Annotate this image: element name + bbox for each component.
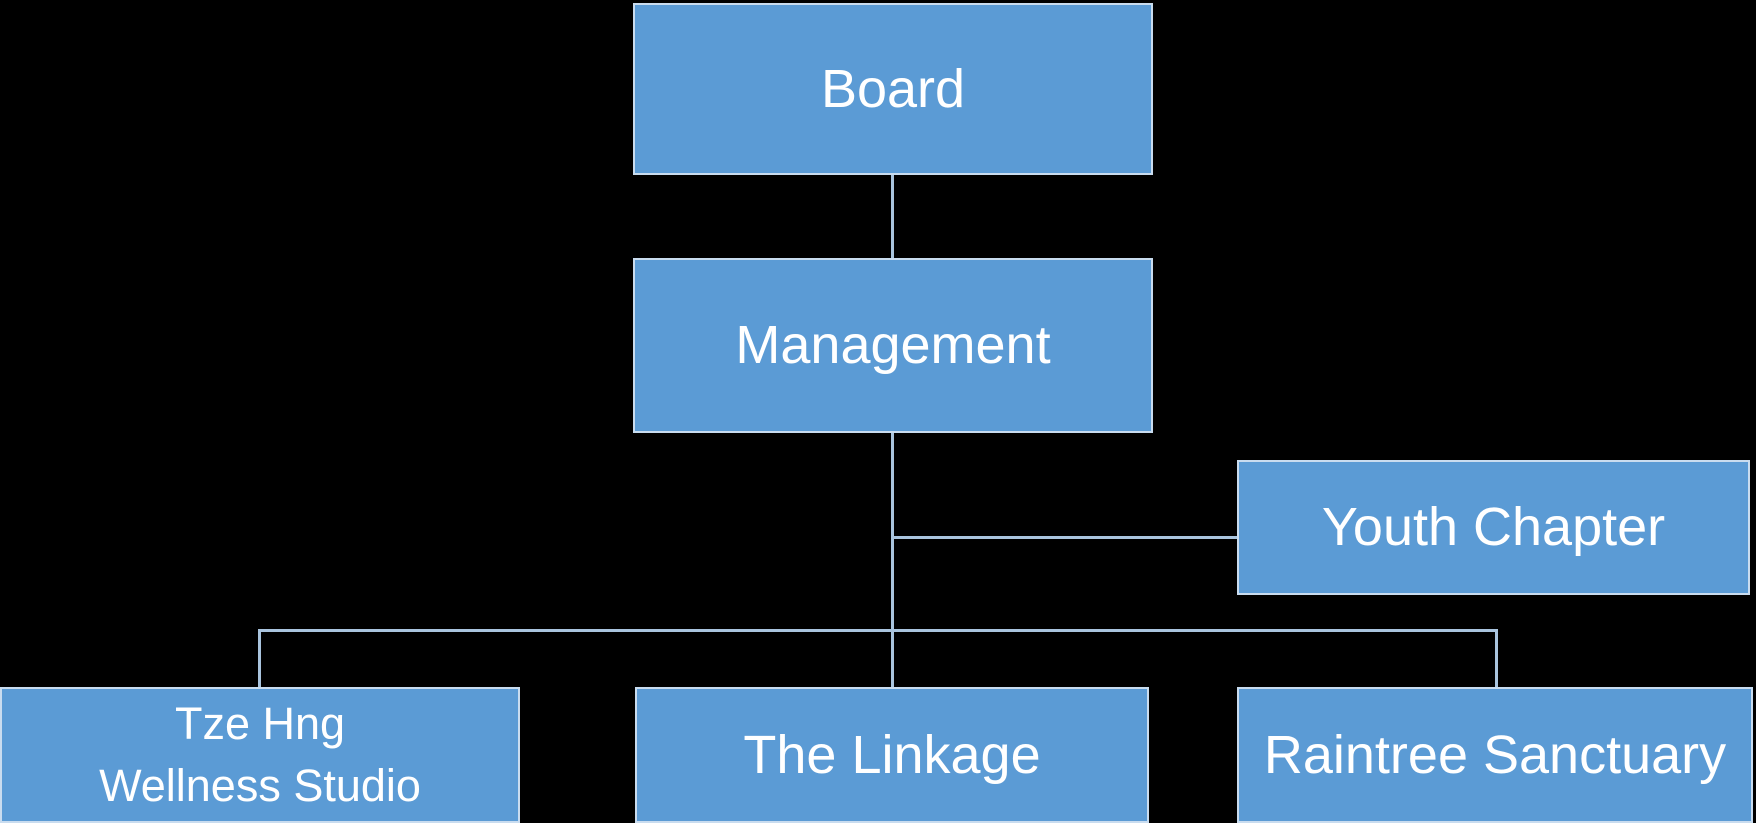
org-node-tze-hng-wellness-studio-label: Tze Hng Wellness Studio [99,697,421,811]
org-node-youth-chapter: Youth Chapter [1237,460,1750,595]
org-node-the-linkage: The Linkage [635,687,1149,823]
org-node-management-label: Management [735,315,1051,376]
org-node-the-linkage-label: The Linkage [743,724,1041,785]
connector-management-to-bottom-row [891,433,894,687]
org-node-management: Management [633,258,1153,433]
org-node-board: Board [633,3,1153,175]
connector-board-to-management [891,175,894,258]
connector-bottom-rail [258,629,1498,632]
connector-management-to-youth-chapter [893,536,1237,539]
org-node-board-label: Board [820,58,966,119]
connector-drop-raintree [1495,629,1498,687]
org-node-raintree-sanctuary-label: Raintree Sanctuary [1263,724,1727,785]
org-node-tze-hng-wellness-studio: Tze Hng Wellness Studio [0,687,520,823]
connector-drop-tze-hng [258,629,261,687]
org-node-youth-chapter-label: Youth Chapter [1321,497,1666,558]
org-node-raintree-sanctuary: Raintree Sanctuary [1237,687,1753,823]
